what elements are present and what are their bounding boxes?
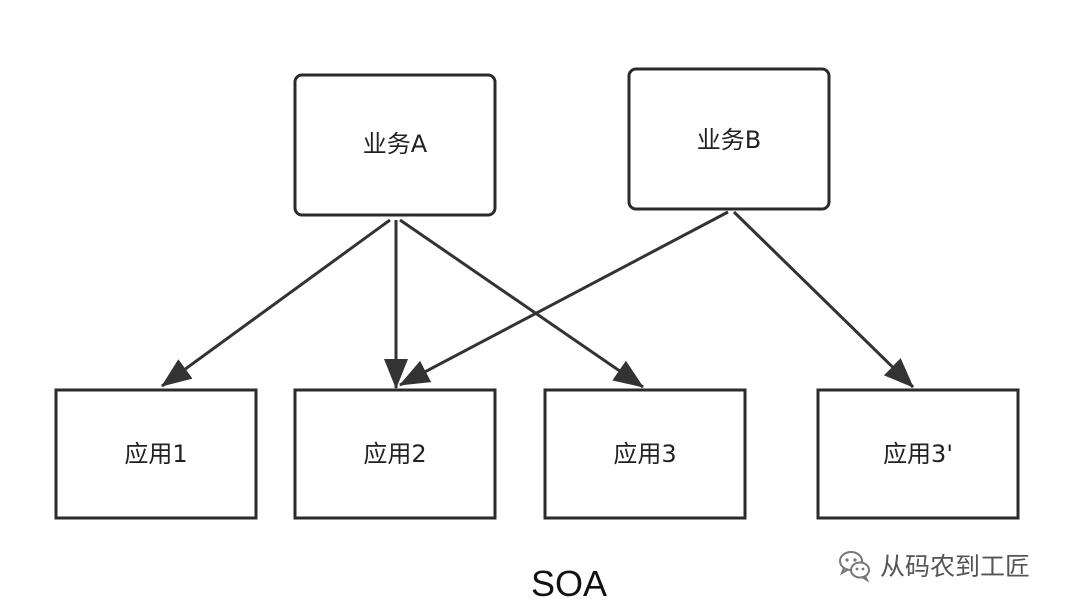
watermark-text: 从码农到工匠 bbox=[880, 552, 1030, 581]
node-business-a: 业务A bbox=[293, 73, 497, 217]
wechat-icon bbox=[839, 551, 870, 583]
edge-biz-a-to-app-3 bbox=[399, 218, 644, 389]
node-business-b-label: 业务B bbox=[697, 126, 761, 154]
node-app-3-label: 应用3 bbox=[613, 440, 676, 468]
diagram-title: SOA bbox=[531, 563, 607, 604]
node-app-2: 应用2 bbox=[293, 388, 497, 520]
edge-biz-a-to-app-1 bbox=[161, 218, 391, 388]
edge-biz-b-to-app-3p bbox=[732, 210, 915, 389]
node-business-a-label: 业务A bbox=[363, 130, 428, 158]
watermark: 从码农到工匠 bbox=[839, 551, 1030, 583]
node-business-b: 业务B bbox=[627, 67, 831, 211]
node-app-3-prime-label: 应用3' bbox=[883, 440, 953, 468]
node-app-1: 应用1 bbox=[54, 388, 258, 520]
node-app-1-label: 应用1 bbox=[124, 440, 187, 468]
edges bbox=[161, 210, 915, 389]
node-app-2-label: 应用2 bbox=[363, 440, 426, 468]
node-app-3-prime: 应用3' bbox=[816, 388, 1020, 520]
edge-biz-b-to-app-2 bbox=[399, 210, 729, 387]
node-app-3: 应用3 bbox=[543, 388, 747, 520]
